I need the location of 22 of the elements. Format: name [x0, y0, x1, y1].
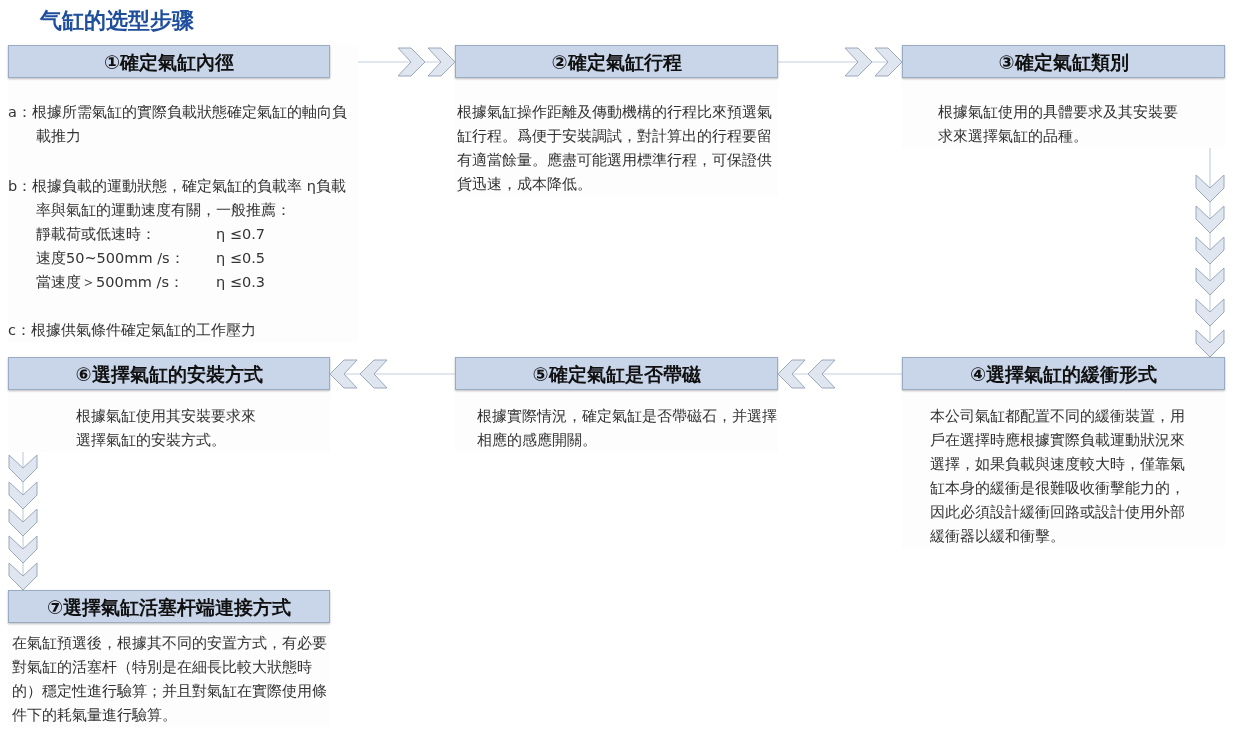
- step-header-bar: ②確定氣缸行程: [455, 45, 778, 78]
- step-header-bar: ④選擇氣缸的緩衝形式: [902, 357, 1225, 390]
- step-header-bar: ⑤確定氣缸是否帶磁: [455, 357, 778, 390]
- condition-text: 靜載荷或低速時：: [36, 225, 157, 244]
- step-description: 根據實際情況，確定氣缸是否帶磁石，并選擇相應的感應開關。: [477, 407, 778, 450]
- step-description: 本公司氣缸都配置不同的緩衝裝置，用戶在選擇時應根據實際負載運動狀況來選擇，如果負載與速度較大時，僅靠氣缸本身的緩衝是很難吸收衝擊能力的，因此必須設計緩衝回路或設計使用外部緩衝器以緩和衝擊。: [930, 407, 1186, 546]
- step-description: 根據氣缸使用的具體要求及其安裝要求來選擇氣缸的品種。: [938, 103, 1179, 146]
- step-header-bar: ⑥選擇氣缸的安裝方式: [8, 357, 330, 390]
- condition-text: 當速度＞500mm /s：: [36, 273, 185, 292]
- step-description: 根據氣缸使用其安裝要求來選擇氣缸的安裝方式。: [76, 407, 257, 450]
- ratio-value: η ≤0.5: [216, 249, 265, 268]
- condition-text: 速度50~500mm /s：: [36, 249, 186, 268]
- diagram-title: 气缸的选型步骤: [40, 7, 194, 35]
- step-description: c：根據供氣條件確定氣缸的工作壓力: [8, 321, 257, 340]
- ratio-value: η ≤0.3: [216, 273, 265, 292]
- step-description: a：根據所需氣缸的實際負載狀態確定氣缸的軸向負載推力: [8, 103, 348, 146]
- step-description: 根據氣缸操作距離及傳動機構的行程比來預選氣缸行程。爲便于安裝調試，對計算出的行程要留有適當餘量。應盡可能選用標準行程，可保證供貨迅速，成本降低。: [457, 103, 773, 194]
- step-header-bar: ③確定氣缸類別: [902, 45, 1225, 78]
- step-description: 在氣缸預選後，根據其不同的安置方式，有必要對氣缸的活塞杆（特別是在細長比較大狀態時的）穩定性進行驗算；并且對氣缸在實際使用條件下的耗氣量進行驗算。: [12, 634, 328, 725]
- step-header-bar: ①確定氣缸內徑: [8, 45, 330, 78]
- step-header-bar: ⑦選擇氣缸活塞杆端連接方式: [8, 590, 330, 623]
- ratio-value: η ≤0.7: [216, 225, 265, 244]
